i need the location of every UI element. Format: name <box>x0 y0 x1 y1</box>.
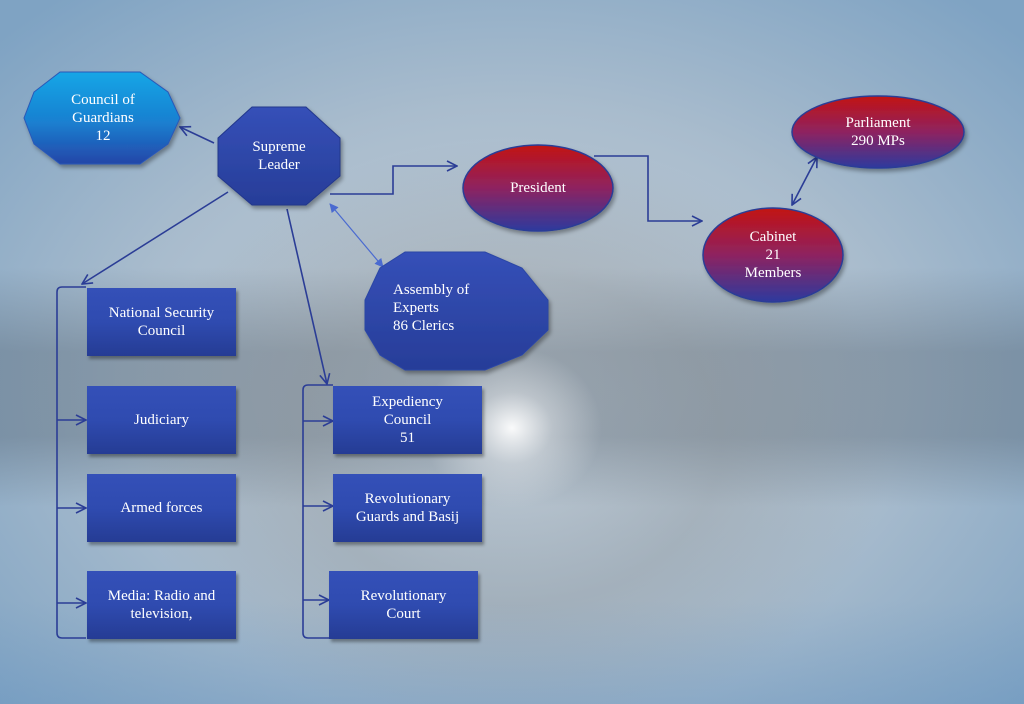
edge-leader-to-left-group <box>82 191 229 284</box>
edge-cabinet-parliament <box>792 157 817 205</box>
parliament-shape[interactable] <box>791 95 965 169</box>
edge-president-to-cabinet <box>594 155 702 221</box>
expediency-council-box[interactable]: Expediency Council 51 <box>333 386 482 454</box>
national-security-council-box[interactable]: National Security Council <box>87 288 236 356</box>
right-group-bracket <box>302 384 333 639</box>
supreme-leader-shape[interactable] <box>217 106 341 206</box>
revolutionary-guards-box[interactable]: Revolutionary Guards and Basij <box>333 474 482 542</box>
armed-forces-box[interactable]: Armed forces <box>87 474 236 542</box>
cabinet-shape[interactable] <box>702 207 844 303</box>
connectors <box>56 127 817 639</box>
edge-leader-to-guardians <box>180 127 215 144</box>
left-group-bracket <box>56 286 86 639</box>
revolutionary-court-box[interactable]: Revolutionary Court <box>329 571 478 639</box>
assembly-of-experts-shape[interactable] <box>364 251 549 371</box>
council-of-guardians-shape[interactable] <box>23 71 181 165</box>
edge-leader-to-assembly <box>329 203 384 268</box>
edge-leader-to-right-group <box>286 208 327 384</box>
president-shape[interactable] <box>462 144 614 232</box>
edge-leader-to-president <box>330 166 457 195</box>
judiciary-box[interactable]: Judiciary <box>87 386 236 454</box>
media-box[interactable]: Media: Radio and television, <box>87 571 236 639</box>
